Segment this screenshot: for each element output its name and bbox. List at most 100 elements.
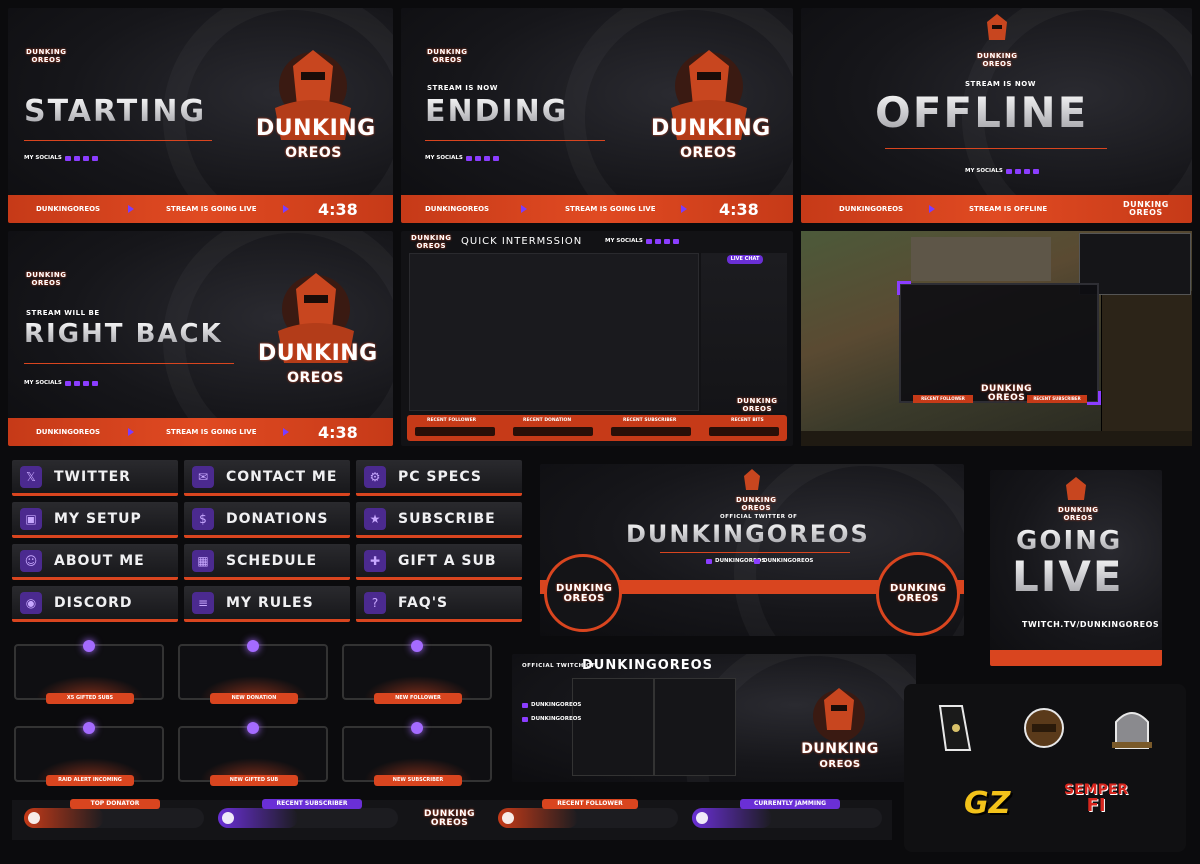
- tombstone-emote-icon: [1112, 712, 1152, 749]
- twitch-icon: [1014, 168, 1021, 174]
- discord-icon: [672, 238, 679, 244]
- knight-mascot-icon: [744, 469, 760, 490]
- panel-pc-specs[interactable]: ⚙ PC SPECS: [356, 460, 522, 496]
- socials-row: MY SOCIALS: [24, 380, 98, 386]
- alert-frame: NEW SUBSCRIBER: [342, 722, 492, 786]
- banner-stripe: [540, 580, 964, 594]
- panel-gift-a-sub[interactable]: ✚GIFT A SUB: [356, 544, 522, 580]
- x-icon: [82, 155, 89, 161]
- panel-label: PC SPECS: [398, 468, 482, 485]
- alert-gem-icon: [411, 640, 423, 652]
- alert-label: RAID ALERT INCOMING: [46, 775, 134, 786]
- helmet-emote-icon: [1024, 708, 1064, 748]
- alert-label: NEW FOLLOWER: [374, 693, 462, 704]
- panel-my-rules[interactable]: ≡MY RULES: [184, 586, 350, 622]
- x-icon: [522, 716, 528, 722]
- panel-label: DONATIONS: [226, 510, 329, 527]
- scene-prefix: STREAM IS NOW: [965, 80, 1036, 88]
- alert-frame: RAID ALERT INCOMING: [14, 722, 164, 786]
- status-bar: DUNKINGOREOS STREAM IS GOING LIVE 4:38: [401, 195, 793, 223]
- knight-mascot-icon: [275, 50, 351, 140]
- alert-glow: [36, 676, 144, 698]
- scene-prefix: STREAM WILL BE: [26, 309, 100, 317]
- monitor-icon: ▣: [20, 507, 42, 530]
- scene-title: STARTING: [24, 94, 207, 129]
- panel-faq-s[interactable]: ?FAQ'S: [356, 586, 522, 622]
- socials-row: MY SOCIALS: [425, 155, 499, 161]
- gift-icon: ✚: [364, 549, 386, 572]
- play-icon: [128, 205, 134, 213]
- play-icon: [283, 428, 289, 436]
- bar-fill: [24, 808, 104, 828]
- camera-frame: [409, 253, 699, 411]
- banner-prefix: OFFICIAL TWITTER OF: [720, 514, 798, 520]
- user-icon: [502, 812, 514, 824]
- alert-frame: NEW GIFTED SUB: [178, 722, 328, 786]
- headphones-icon: [696, 812, 708, 824]
- status-bar: DUNKINGOREOS STREAM IS GOING LIVE 4:38: [8, 195, 393, 223]
- divider: [660, 552, 850, 553]
- coins-icon: $: [192, 507, 214, 530]
- alert-glow: [36, 758, 144, 780]
- play-icon: [128, 428, 134, 436]
- knight-mascot-icon: [987, 14, 1007, 40]
- donator-icon: [28, 812, 40, 824]
- twitch-icon: [654, 238, 661, 244]
- panel-label: SCHEDULE: [226, 552, 318, 569]
- scene-title: OFFLINE: [875, 88, 1089, 137]
- discord-icon: ◉: [20, 591, 42, 614]
- status-text: STREAM IS GOING LIVE: [166, 205, 257, 213]
- recent-bits-label: RECENT BITS: [731, 418, 764, 423]
- panel-discord[interactable]: ◉DISCORD: [12, 586, 178, 622]
- panel-label: TWITTER: [54, 468, 131, 485]
- panel-schedule[interactable]: ▦ SCHEDULE: [184, 544, 350, 580]
- recent-follower-bar: RECENT FOLLOWER: [498, 799, 678, 828]
- divider: [425, 140, 605, 141]
- game-sidebar: [1101, 291, 1192, 431]
- recent-subscriber-label: RECENT SUBSCRIBER: [1027, 395, 1087, 403]
- live-chat-tab: LIVE CHAT: [727, 255, 763, 264]
- bar-tag: TOP DONATOR: [70, 799, 160, 809]
- discord-icon: [91, 155, 98, 161]
- banner-title: DUNKINGOREOS: [582, 658, 714, 673]
- divider: [885, 148, 1107, 149]
- youtube-icon: [465, 155, 472, 161]
- star-icon: ★: [364, 507, 386, 530]
- bar-fill: [218, 808, 298, 828]
- play-icon: [929, 205, 935, 213]
- recent-follower-label: RECENT FOLLOWER: [427, 418, 477, 423]
- card-stripe: [990, 650, 1162, 666]
- panel-subscribe[interactable]: ★SUBSCRIBE: [356, 502, 522, 538]
- x-icon: [483, 155, 490, 161]
- live-text: LIVE: [1012, 552, 1124, 601]
- star-icon: [222, 812, 234, 824]
- alert-label: NEW DONATION: [210, 693, 298, 704]
- going-text: GOING: [1016, 526, 1123, 556]
- panel-contact-me[interactable]: ✉CONTACT ME: [184, 460, 350, 496]
- calendar-icon: ▦: [192, 549, 214, 572]
- alert-glow: [364, 676, 472, 698]
- panel-my-setup[interactable]: ▣MY SETUP: [12, 502, 178, 538]
- gear-icon: ⚙: [364, 465, 386, 488]
- status-bar: DUNKINGOREOS STREAM IS GOING LIVE 4:38: [8, 418, 393, 446]
- x-icon: [1023, 168, 1030, 174]
- youtube-icon: [706, 558, 712, 564]
- panel-about-me[interactable]: ☺ABOUT ME: [12, 544, 178, 580]
- panel-donations[interactable]: $ DONATIONS: [184, 502, 350, 538]
- panel-label: MY RULES: [226, 594, 314, 611]
- castle-structure: [911, 237, 1051, 281]
- avatar: [544, 554, 622, 632]
